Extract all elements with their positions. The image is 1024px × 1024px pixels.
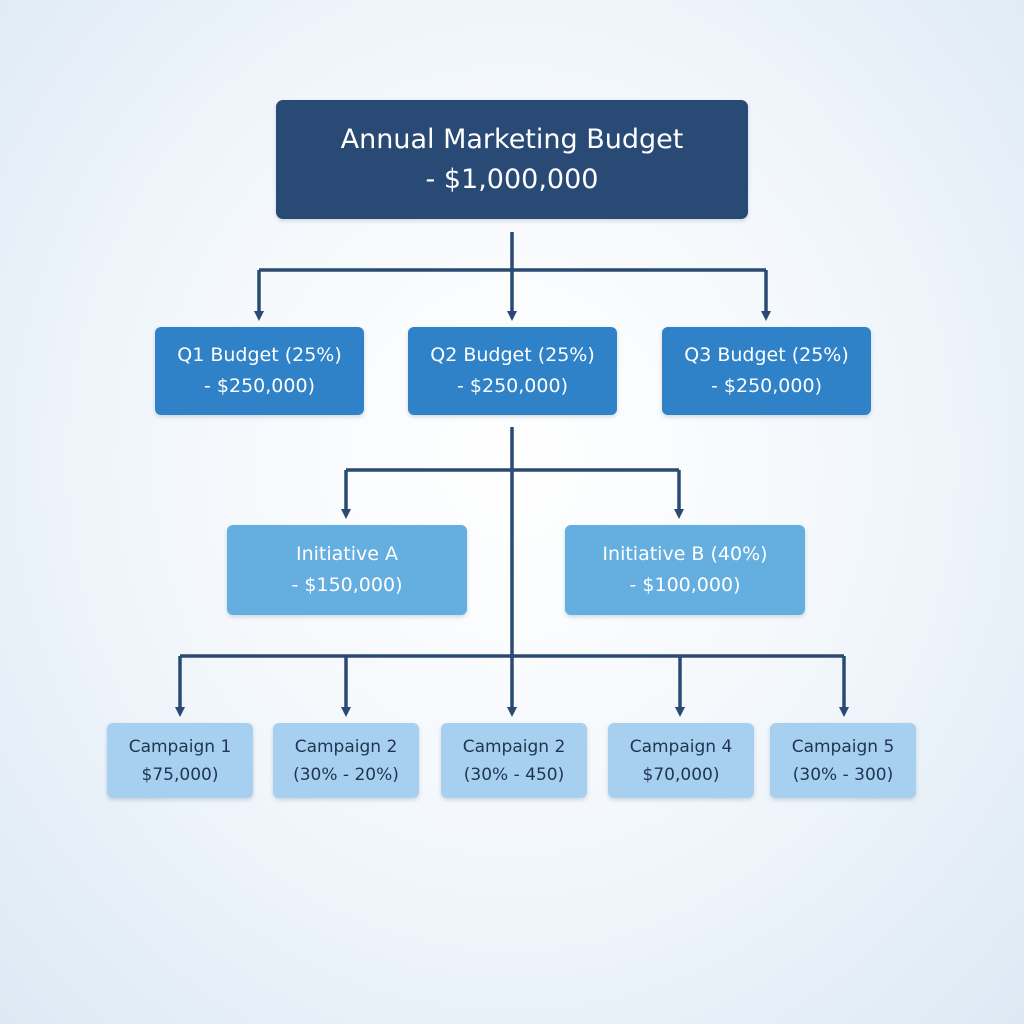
node-q1-budget-title: Q1 Budget (25%) — [177, 344, 342, 366]
node-initiative-b-amount: - $100,000) — [629, 574, 741, 596]
node-campaign-4-detail: $70,000) — [642, 764, 720, 785]
node-initiative-a: Initiative A - $150,000) — [227, 525, 467, 615]
node-q1-budget: Q1 Budget (25%) - $250,000) — [155, 327, 364, 415]
node-campaign-5-detail: (30% - 300) — [792, 764, 894, 785]
node-q2-budget-amount: - $250,000) — [457, 375, 568, 397]
node-annual-budget-amount: - $1,000,000 — [425, 163, 599, 195]
node-campaign-3-title: Campaign 2 — [462, 736, 566, 757]
node-campaign-1-detail: $75,000) — [141, 764, 219, 785]
node-campaign-5: Campaign 5 (30% - 300) — [770, 723, 916, 798]
node-campaign-1-title: Campaign 1 — [128, 736, 232, 757]
node-q2-budget-title: Q2 Budget (25%) — [430, 344, 595, 366]
node-q2-budget: Q2 Budget (25%) - $250,000) — [408, 327, 617, 415]
node-campaign-4-title: Campaign 4 — [629, 736, 733, 757]
node-initiative-a-amount: - $150,000) — [291, 574, 403, 596]
node-campaign-4: Campaign 4 $70,000) — [608, 723, 754, 798]
node-initiative-a-title: Initiative A — [296, 543, 398, 565]
node-campaign-5-title: Campaign 5 — [791, 736, 895, 757]
node-annual-budget-title: Annual Marketing Budget — [340, 123, 684, 155]
node-campaign-1: Campaign 1 $75,000) — [107, 723, 253, 798]
node-campaign-2: Campaign 2 (30% - 20%) — [273, 723, 419, 798]
node-annual-budget: Annual Marketing Budget - $1,000,000 — [276, 100, 748, 219]
node-q3-budget-title: Q3 Budget (25%) — [684, 344, 849, 366]
node-campaign-3: Campaign 2 (30% - 450) — [441, 723, 587, 798]
node-campaign-3-detail: (30% - 450) — [463, 764, 565, 785]
node-campaign-2-detail: (30% - 20%) — [293, 764, 399, 785]
node-q1-budget-amount: - $250,000) — [204, 375, 315, 397]
node-initiative-b-title: Initiative B (40%) — [602, 543, 768, 565]
node-initiative-b: Initiative B (40%) - $100,000) — [565, 525, 805, 615]
node-campaign-2-title: Campaign 2 — [294, 736, 398, 757]
node-q3-budget-amount: - $250,000) — [711, 375, 822, 397]
node-q3-budget: Q3 Budget (25%) - $250,000) — [662, 327, 871, 415]
